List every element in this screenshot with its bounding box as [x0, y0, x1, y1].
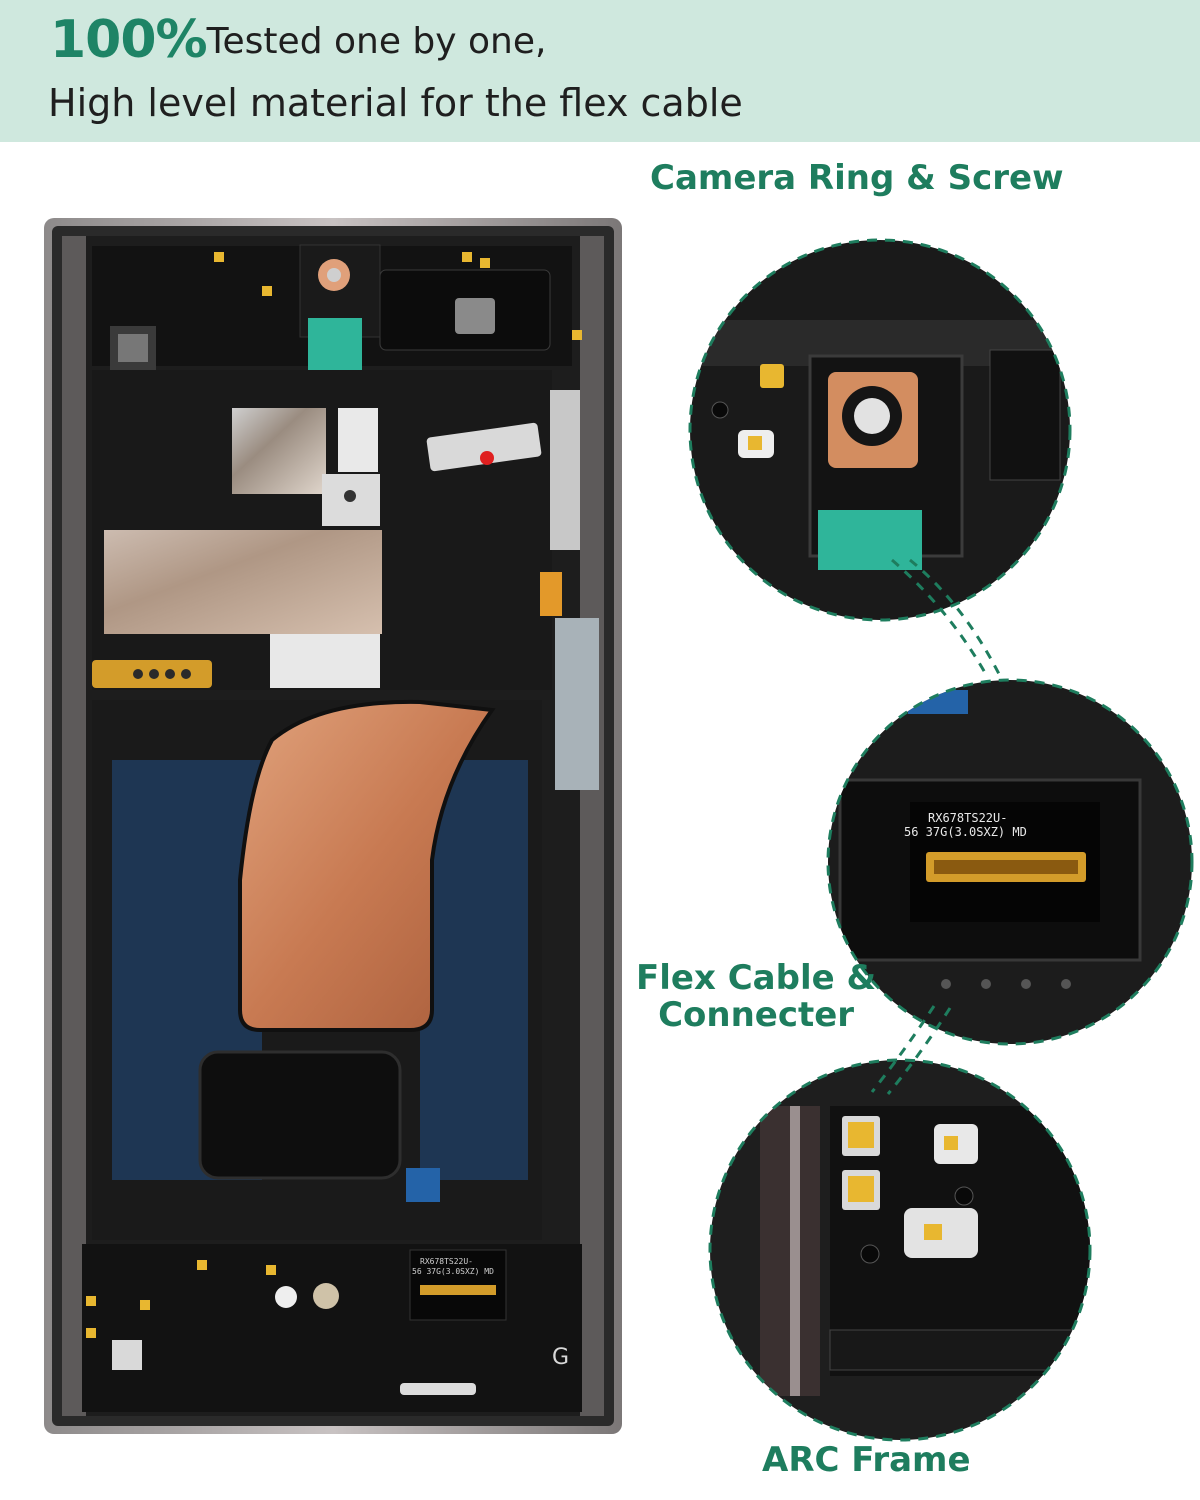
green-tape — [308, 318, 362, 370]
bottom-screw-white — [275, 1286, 297, 1308]
frame-letter: G — [552, 1345, 569, 1370]
callout-flex-line1: Flex Cable & — [636, 958, 877, 998]
bottom-screw-ring — [313, 1283, 339, 1309]
white-flex-tag — [426, 422, 542, 472]
white-pad — [270, 634, 380, 688]
zoom-connector-line1: RX678TS22U- — [928, 811, 1007, 825]
camera-sensor — [455, 298, 495, 334]
zoom-connector-line2: 56 37G(3.0SXZ) MD — [904, 825, 1027, 839]
banner-line1-text: Tested one by one, — [206, 21, 547, 62]
left-rail — [62, 236, 86, 1416]
callout-arc-frame: ARC Frame — [762, 1440, 971, 1480]
speaker-grille — [400, 1383, 476, 1395]
copper-heat-spreader — [238, 699, 496, 1032]
small-bracket — [112, 1340, 142, 1370]
metal-shield-2 — [338, 408, 378, 472]
phone-frame-assembly: RX678TS22U-56 37G(3.0SXZ) MD G — [44, 218, 622, 1434]
right-rail — [580, 236, 604, 1416]
zoom-flex-connector: RX678TS22U- 56 37G(3.0SXZ) MD — [826, 678, 1194, 1046]
red-dot — [480, 451, 494, 465]
flex-cover — [555, 618, 599, 790]
wireless-coil — [198, 1050, 402, 1180]
zoom-camera-ring — [688, 238, 1072, 622]
banner-subline: High level material for the flex cable — [48, 81, 743, 125]
arc-zoom-outline — [708, 1058, 1092, 1442]
gold-contacts-main — [86, 252, 582, 1338]
camera-lens — [854, 398, 890, 434]
blue-tab — [406, 1168, 440, 1202]
top-banner: 100%Tested one by one, High level materi… — [0, 0, 1200, 142]
zoom-arc-frame — [708, 1058, 1092, 1442]
zoom-connector-lines — [870, 558, 1004, 1095]
camera-zoom-outline — [688, 238, 1072, 622]
bottom-connector — [420, 1285, 496, 1295]
callout-flex-cable: Flex Cable & Connecter — [636, 958, 877, 1036]
flex-zoom-outline — [826, 678, 1194, 1046]
callout-camera-ring: Camera Ring & Screw — [650, 158, 1064, 198]
callout-flex-line2: Connecter — [658, 995, 855, 1036]
bottom-module — [82, 1244, 582, 1412]
banner-headline: 100%Tested one by one, — [50, 14, 546, 66]
side-bracket — [550, 390, 580, 550]
orange-flex — [540, 572, 562, 616]
camera-green-tape — [818, 510, 922, 570]
main-connector-label: RX678TS22U-56 37G(3.0SXZ) MD — [412, 1257, 494, 1276]
banner-highlight: 100% — [50, 10, 208, 70]
metal-shield-1 — [232, 408, 326, 494]
